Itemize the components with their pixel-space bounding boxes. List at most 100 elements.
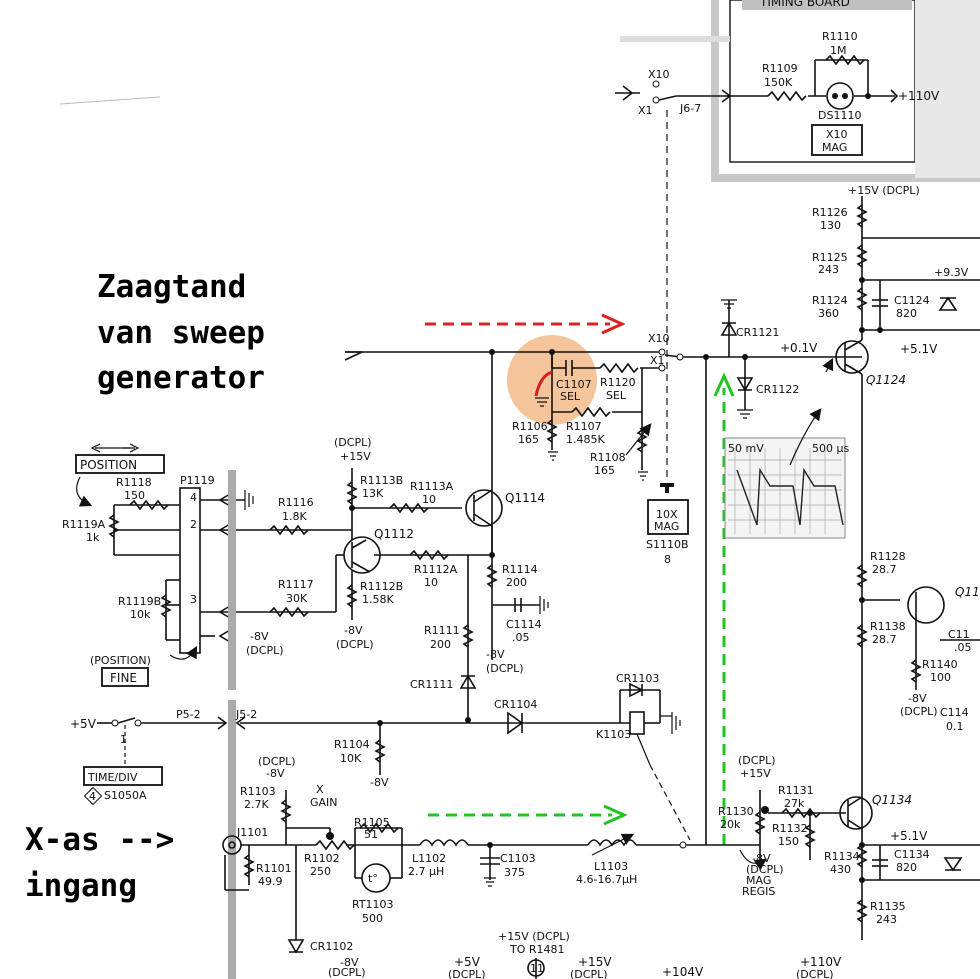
r1134-value: 430 (830, 863, 851, 876)
c11x-label: C11 (948, 628, 970, 641)
v51b-label: +5.1V (890, 829, 928, 843)
plus110v-label: +110V (898, 89, 940, 103)
position-box-label: POSITION (80, 458, 137, 472)
r1113a-value: 10 (422, 493, 436, 506)
timediv-box-label: TIME/DIV (87, 771, 138, 784)
m8v-i-label: -8V (340, 956, 359, 969)
x1-mid-label: X1 (650, 354, 665, 367)
dcpl-d-label: (DCPL) (258, 755, 296, 768)
c1107-sel: SEL (560, 390, 581, 403)
r1117-value: 30K (286, 592, 308, 605)
red-dashed-arrow (425, 313, 626, 335)
p1119-label: P1119 (180, 474, 215, 487)
xinput-label-line1: X-as --> (25, 822, 174, 858)
r1118-value: 150 (124, 489, 145, 502)
r1138-label: R1138 (870, 620, 906, 633)
cr1102-label: CR1102 (310, 940, 353, 953)
boxes (75, 124, 863, 786)
r1125-label: R1125 (812, 251, 848, 264)
l1103-value: 4.6-16.7µH (576, 873, 637, 886)
mag-regis-line2: REGIS (742, 885, 775, 898)
s1110b-number: 8 (664, 553, 671, 566)
c1103-label: C1103 (500, 852, 536, 865)
x10-mid-label: X10 (648, 332, 670, 345)
j52-label: J5-2 (235, 708, 257, 721)
c1134-value: 820 (896, 861, 917, 874)
r1106-label: R1106 (512, 420, 548, 433)
dcpl15-label-1: (DCPL) (334, 436, 372, 449)
cr1111-label: CR1111 (410, 678, 453, 691)
dcpl-b-label: (DCPL) (486, 662, 524, 675)
p104v-label: +104V (662, 965, 704, 979)
x10mag-box-line2: MAG (822, 141, 847, 154)
r1110-value: 1M (830, 44, 847, 57)
m8v-d-label: -8V (370, 776, 389, 789)
r1102-label: R1102 (304, 852, 340, 865)
c114x-label: C114 (940, 706, 969, 719)
r1119b-value: 10k (130, 608, 151, 621)
q11x-label: Q11 (955, 585, 980, 599)
m8v-a-label: -8V (344, 624, 363, 637)
x10-top-label: X10 (648, 68, 670, 81)
r1130-label: R1130 (718, 805, 754, 818)
r1107-label: R1107 (566, 420, 602, 433)
l1103-label: L1103 (594, 860, 628, 873)
c1114-label: C1114 (506, 618, 542, 631)
r1131-value: 27k (784, 797, 805, 810)
scope-inset (724, 408, 846, 539)
p110v-m-label: +110V (800, 955, 842, 969)
pin11-label: 11 (530, 962, 544, 975)
r1120-sel: SEL (606, 389, 627, 402)
r1140-label: R1140 (922, 658, 958, 671)
l1102-label: L1102 (412, 852, 446, 865)
q1112-label: Q1112 (374, 527, 414, 541)
r1128-value: 28.7 (872, 563, 897, 576)
ds1110-label: DS1110 (818, 109, 861, 122)
r1105-value: 51 (364, 828, 378, 841)
dcpl-l-label: (DCPL) (570, 968, 608, 979)
r1131-label: R1131 (778, 784, 814, 797)
c1103-value: 375 (504, 866, 525, 879)
v93-label: +9.3V (934, 266, 969, 279)
r1108-label: R1108 (590, 451, 626, 464)
r1101-label: R1101 (256, 862, 292, 875)
scope-time-label: 500 µs (812, 442, 849, 455)
pin3-label: 3 (190, 593, 197, 606)
c1134-label: C1134 (894, 848, 930, 861)
r1119b-label: R1119B (118, 595, 161, 608)
r1128-label: R1128 (870, 550, 906, 563)
c1124-label: C1124 (894, 294, 930, 307)
p5v-j-label: +5V (454, 955, 481, 969)
dcpl-j-label: (DCPL) (448, 968, 486, 979)
r1114-value: 200 (506, 576, 527, 589)
r1119a-value: 1k (86, 531, 100, 544)
dcpl-m-label: (DCPL) (796, 968, 834, 979)
scope-volts-label: 50 mV (728, 442, 764, 455)
p15v-l-label: +15V (578, 955, 612, 969)
r1134-label: R1134 (824, 850, 860, 863)
s1050a-number: 4 (89, 790, 96, 803)
v15dcpl-top-label: +15V (DCPL) (848, 184, 920, 197)
r1132-label: R1132 (772, 822, 808, 835)
cr1122-label: CR1122 (756, 383, 799, 396)
r1125-value: 243 (818, 263, 839, 276)
s1050a-label: S1050A (104, 789, 147, 802)
labels: R1110 1M R1109 150K DS1110 X10 MAG +110V… (62, 30, 980, 979)
pin2-label: 2 (190, 518, 197, 531)
r1113a-label: R1113A (410, 480, 454, 493)
q1114-label: Q1114 (505, 491, 545, 505)
dcpl-h-label: (DCPL) (900, 705, 938, 718)
x1-top-label: X1 (638, 104, 653, 117)
position-fine-line1: (POSITION) (90, 654, 151, 667)
r1111-value: 200 (430, 638, 451, 651)
r1112b-label: R1112B (360, 580, 403, 593)
c1107-label: C1107 (556, 378, 592, 391)
r1130-value: 20k (720, 818, 741, 831)
r1135-value: 243 (876, 913, 897, 926)
r1103-value: 2.7K (244, 798, 269, 811)
j1101-label: J1101 (236, 826, 268, 839)
r1112b-value: 1.58K (362, 593, 394, 606)
xgain-label-1: X (316, 783, 324, 796)
r1116-value: 1.8K (282, 510, 307, 523)
to-r1481-label: TO R1481 (509, 943, 565, 956)
